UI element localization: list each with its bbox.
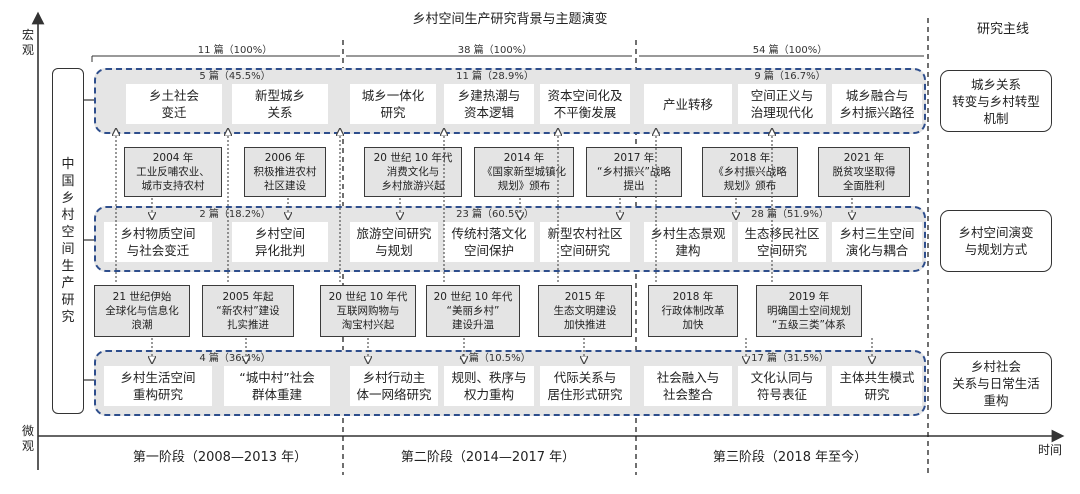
topic-mid: 新型农村社区 空间研究 bbox=[540, 222, 630, 262]
topic-bot: “城中村”社会 群体重建 bbox=[224, 366, 330, 406]
event-upper: 2021 年 脱贫攻坚取得 全面胜利 bbox=[818, 147, 910, 197]
topic-top: 资本空间化及 不平衡发展 bbox=[540, 84, 630, 124]
topic-bot: 规则、秩序与 权力重构 bbox=[444, 366, 534, 406]
topic-top: 空间正义与 治理现代化 bbox=[738, 84, 826, 124]
count-bot-3: 17 篇（31.5%） bbox=[735, 352, 845, 365]
topic-bot: 主体共生模式 研究 bbox=[832, 366, 922, 406]
topic-top: 乡土社会 变迁 bbox=[126, 84, 222, 124]
event-upper: 2017 年 “乡村振兴”战略 提出 bbox=[586, 147, 682, 197]
topic-top: 城乡一体化 研究 bbox=[350, 84, 436, 124]
topic-top: 产业转移 bbox=[644, 84, 732, 124]
phase1-label: 第一阶段（2008—2013 年） bbox=[132, 450, 308, 465]
event-upper: 20 世纪 10 年代 消费文化与 乡村旅游兴起 bbox=[364, 147, 462, 197]
topic-top: 新型城乡 关系 bbox=[232, 84, 328, 124]
count-top-2: 11 篇（28.9%） bbox=[440, 70, 550, 83]
topic-bot: 文化认同与 符号表征 bbox=[738, 366, 826, 406]
event-lower: 2015 年 生态文明建设 加快推进 bbox=[538, 285, 632, 337]
topic-top: 乡建热潮与 资本逻辑 bbox=[444, 84, 534, 124]
phase3-total: 54 篇（100%） bbox=[752, 45, 828, 56]
topic-bot: 社会融入与 社会整合 bbox=[644, 366, 732, 406]
event-upper: 2018 年 《乡村振兴战略 规划》颁布 bbox=[702, 147, 798, 197]
topic-mid: 旅游空间研究 与规划 bbox=[350, 222, 438, 262]
topic-bot: 代际关系与 居住形式研究 bbox=[540, 366, 630, 406]
topic-mid: 乡村生态景观 建构 bbox=[644, 222, 732, 262]
event-lower: 20 世纪 10 年代 “美丽乡村” 建设升温 bbox=[426, 285, 520, 337]
topic-bot: 乡村生活空间 重构研究 bbox=[104, 366, 212, 406]
research-line-social-relations: 乡村社会 关系与日常生活 重构 bbox=[940, 352, 1052, 414]
count-bot-1: 4 篇（36.4%） bbox=[180, 352, 290, 365]
event-upper: 2006 年 积极推进农村 社区建设 bbox=[244, 147, 326, 197]
topic-mid: 传统村落文化 空间保护 bbox=[444, 222, 534, 262]
event-lower: 2018 年 行政体制改革 加快 bbox=[648, 285, 738, 337]
research-line-urban-rural: 城乡关系 转变与乡村转型 机制 bbox=[940, 70, 1052, 132]
topic-mid: 乡村物质空间 与社会变迁 bbox=[104, 222, 212, 262]
topic-mid: 生态移民社区 空间研究 bbox=[738, 222, 826, 262]
event-upper: 2014 年 《国家新型城镇化 规划》颁布 bbox=[474, 147, 574, 197]
topic-mid: 乡村三生空间 演化与耦合 bbox=[832, 222, 922, 262]
phase2-total: 38 篇（100%） bbox=[457, 45, 533, 56]
phase3-label: 第三阶段（2018 年至今） bbox=[712, 450, 868, 465]
topic-mid: 乡村空间 异化批判 bbox=[232, 222, 328, 262]
event-upper: 2004 年 工业反哺农业、 城市支持农村 bbox=[124, 147, 222, 197]
count-mid-1: 2 篇（18.2%） bbox=[180, 208, 290, 221]
diagram-title: 乡村空间生产研究背景与主题演变 bbox=[412, 12, 608, 27]
y-axis-bottom-label: 微 观 bbox=[21, 424, 34, 453]
phase2-label: 第二阶段（2014—2017 年） bbox=[400, 450, 576, 465]
topic-top: 城乡融合与 乡村振兴路径 bbox=[832, 84, 922, 124]
event-lower: 21 世纪伊始 全球化与信息化 浪潮 bbox=[94, 285, 190, 337]
count-mid-3: 28 篇（51.9%） bbox=[735, 208, 845, 221]
event-lower: 2019 年 明确国土空间规划 “五级三类”体系 bbox=[756, 285, 862, 337]
event-lower: 2005 年起 “新农村”建设 扎实推进 bbox=[202, 285, 294, 337]
y-axis-top-label: 宏 观 bbox=[21, 28, 34, 57]
research-line-spatial-evolution: 乡村空间演变 与规划方式 bbox=[940, 210, 1052, 272]
event-lower: 20 世纪 10 年代 互联网购物与 淘宝村兴起 bbox=[320, 285, 416, 337]
phase1-total: 11 篇（100%） bbox=[197, 45, 273, 56]
research-subject-label: 中 国 乡 村 空 间 生 产 研 究 bbox=[52, 68, 84, 414]
research-mainline-header: 研究主线 bbox=[976, 22, 1029, 37]
count-top-3: 9 篇（16.7%） bbox=[735, 70, 845, 83]
count-top-1: 5 篇（45.5%） bbox=[180, 70, 290, 83]
topic-bot: 乡村行动主 体一网络研究 bbox=[350, 366, 438, 406]
x-axis-label: 时间 bbox=[1037, 443, 1062, 457]
